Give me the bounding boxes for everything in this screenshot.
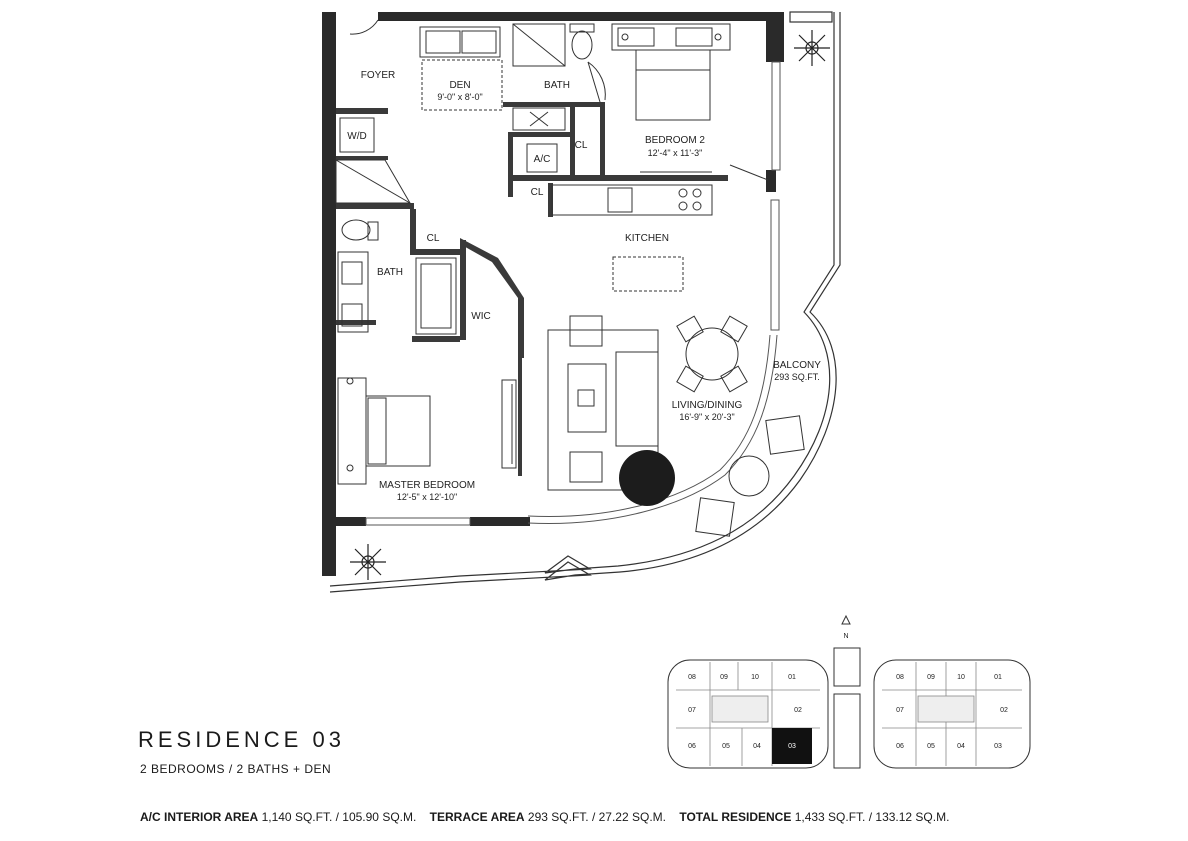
total-area-value: 1,433 SQ.FT. / 133.12 SQ.M. (794, 810, 950, 824)
unit-label: 06 (896, 743, 904, 750)
unit-label: 01 (994, 674, 1002, 681)
unit-label: 03 (994, 743, 1002, 750)
total-area-label: TOTAL RESIDENCE (679, 810, 792, 824)
area-summary: A/C INTERIOR AREA 1,140 SQ.FT. / 105.90 … (140, 810, 959, 824)
highlighted-unit (772, 728, 812, 764)
unit-label: 02 (1000, 707, 1008, 714)
unit-label: 08 (688, 674, 696, 681)
key-plan: N 08 09 10 01 07 02 0 (667, 614, 1031, 769)
label-bath-top: BATH (544, 80, 570, 91)
unit-label: 10 (957, 674, 965, 681)
unit-label: 04 (957, 743, 965, 750)
unit-label: 04 (753, 743, 761, 750)
label-bedroom2-dims: 12'-4" x 11'-3" (648, 148, 703, 158)
residence-subtitle: 2 BEDROOMS / 2 BATHS + DEN (140, 762, 332, 776)
round-ottoman (619, 450, 675, 506)
windows (365, 61, 781, 526)
label-ac: A/C (534, 154, 551, 165)
unit-label: 05 (722, 743, 730, 750)
unit-label: 02 (794, 707, 802, 714)
label-master: MASTER BEDROOM (379, 480, 475, 491)
ac-area-value: 1,140 SQ.FT. / 105.90 SQ.M. (261, 810, 417, 824)
wic-angled-wall (460, 238, 524, 298)
north-label: N (843, 633, 848, 640)
unit-label: 07 (688, 707, 696, 714)
fixtures (335, 19, 805, 537)
label-cl-2: CL (531, 187, 544, 198)
label-den: DEN (449, 80, 470, 91)
residence-title: RESIDENCE 03 (138, 727, 345, 752)
label-living: LIVING/DINING (672, 400, 743, 411)
label-foyer: FOYER (361, 70, 395, 81)
unit-label-highlighted: 03 (788, 743, 796, 750)
label-living-dims: 16'-9" x 20'-3" (679, 412, 734, 422)
unit-label: 07 (896, 707, 904, 714)
terrace-area-label: TERRACE AREA (429, 810, 525, 824)
label-balcony-area: 293 SQ.FT. (774, 372, 820, 382)
ac-area-label: A/C INTERIOR AREA (140, 810, 259, 824)
balcony-outline (329, 11, 841, 593)
unit-label: 05 (927, 743, 935, 750)
label-cl-3: CL (427, 233, 440, 244)
unit-label: 01 (788, 674, 796, 681)
unit-label: 08 (896, 674, 904, 681)
label-kitchen: KITCHEN (625, 233, 669, 244)
label-bath-left: BATH (377, 267, 403, 278)
room-labels: FOYER DEN 9'-0" x 8'-0" BATH BEDROOM 2 1… (347, 70, 821, 502)
label-bedroom2: BEDROOM 2 (645, 135, 705, 146)
north-arrow-icon (841, 614, 851, 625)
unit-label: 10 (751, 674, 759, 681)
label-master-dims: 12'-5" x 12'-10" (397, 492, 457, 502)
interior-walls (336, 102, 728, 476)
unit-label: 09 (927, 674, 935, 681)
terrace-area-value: 293 SQ.FT. / 27.22 SQ.M. (527, 810, 666, 824)
exterior-walls (322, 12, 784, 576)
label-wic: WIC (471, 311, 490, 322)
unit-label: 09 (720, 674, 728, 681)
plant-icon (350, 30, 830, 580)
unit-label: 06 (688, 743, 696, 750)
label-cl-1: CL (575, 140, 588, 151)
label-wd: W/D (347, 131, 366, 142)
label-den-dims: 9'-0" x 8'-0" (437, 92, 482, 102)
label-balcony: BALCONY (773, 360, 821, 371)
